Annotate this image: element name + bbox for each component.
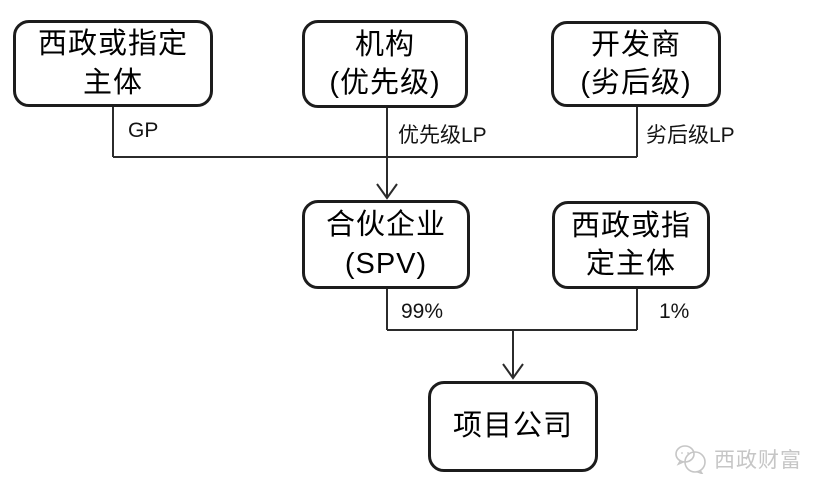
node-partnership-spv: 合伙企业 (SPV) <box>302 200 470 289</box>
node-gp-entity: 西政或指定 主体 <box>13 20 213 107</box>
edge-label-junior-lp: 劣后级LP <box>646 124 735 147</box>
edge-label-senior-lp: 优先级LP <box>398 124 487 147</box>
arrowhead-into-project <box>502 363 524 380</box>
watermark-text: 西政财富 <box>714 449 802 472</box>
edge-label-gp: GP <box>128 119 159 142</box>
edge-label-entity-ownership: 1% <box>659 300 690 323</box>
wechat-bubbles-icon <box>675 445 706 474</box>
arrowhead-into-spv <box>376 183 398 200</box>
node-institution-senior: 机构 (优先级) <box>302 20 468 108</box>
node-designated-entity: 西政或指 定主体 <box>552 201 710 289</box>
node-project-company: 项目公司 <box>428 381 598 472</box>
node-developer-junior: 开发商 (劣后级) <box>551 21 721 107</box>
watermark: 西政财富 <box>674 444 802 474</box>
edge-label-spv-ownership: 99% <box>401 300 444 323</box>
